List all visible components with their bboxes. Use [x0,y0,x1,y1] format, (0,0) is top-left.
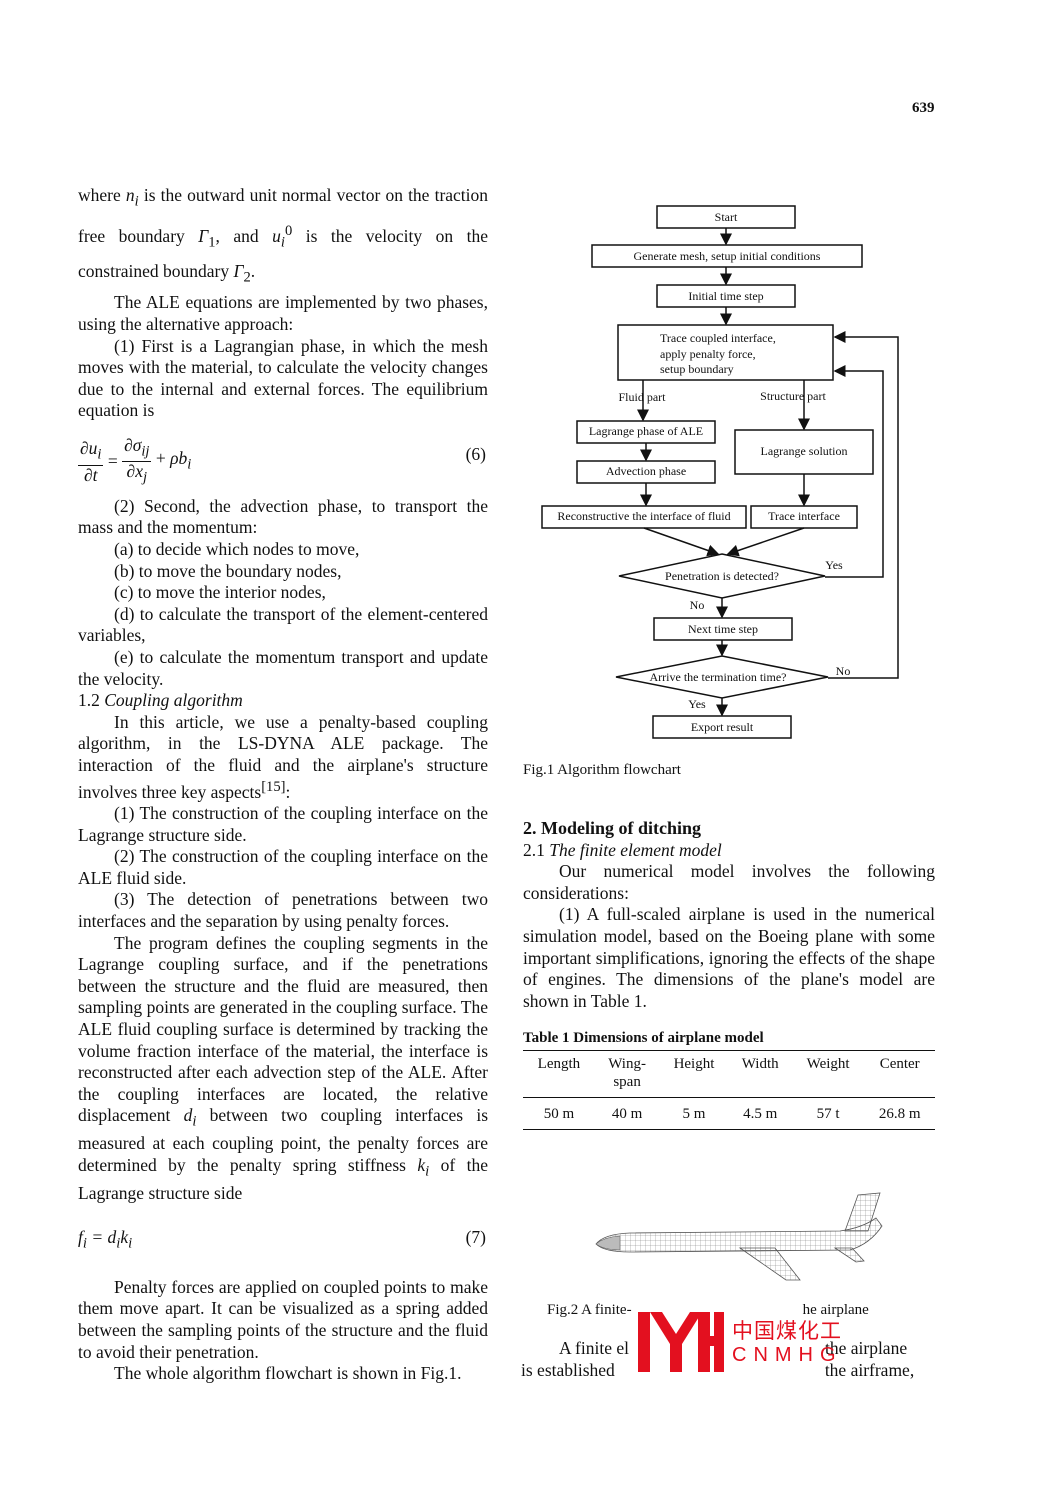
flow-text-next-step: Next time step [688,622,758,636]
equation-6: ∂ui∂t = ∂σij∂xj + ρbi (6) [78,434,486,486]
table-header: Center [864,1050,935,1098]
table-header: Weight [791,1050,865,1098]
flow-text-generate: Generate mesh, setup initial conditions [634,249,821,263]
list-item: (1) The construction of the coupling int… [78,803,488,845]
watermark-latin: CNMHG [732,1344,843,1366]
list-item: (d) to calculate the transport of the el… [78,603,488,646]
watermark-logo: 中国煤化工 CNMHG [636,1312,936,1372]
paragraph-full-scaled: (1) A full-scaled airplane is used in th… [523,904,935,1011]
paragraph-penalty: Penalty forces are applied on coupled po… [78,1276,488,1362]
flow-text-penetration: Penetration is detected? [665,569,779,583]
fig2-caption: Fig.2 A finite-he airplane [547,1302,869,1318]
paragraph-flowchart-ref: The whole algorithm flowchart is shown i… [114,1363,462,1384]
table-cell: 26.8 m [864,1097,935,1130]
list-item: (a) to decide which nodes to move, [114,539,360,560]
flow-text-trace-interface: Trace interface [768,509,840,523]
table-cell: 50 m [523,1097,595,1130]
right-column: 2. Modeling of ditching 2.1 The finite e… [523,818,935,1012]
algorithm-flowchart: Start Generate mesh, setup initial condi… [541,205,899,739]
flow-text-initial: Initial time step [688,289,763,303]
equation-7: fi = diki (7) [78,1226,486,1252]
flow-text-start: Start [715,210,738,224]
flow-text-yes-2: Yes [688,697,706,711]
paragraph-ale: The ALE equations are implemented by two… [78,292,488,334]
flow-text-no-2: No [836,664,851,678]
equation-number: (6) [465,443,486,464]
airplane-fe-model-image [595,1192,883,1281]
table-row: 50 m 40 m 5 m 4.5 m 57 t 26.8 m [523,1097,935,1130]
left-column: where ni is the outward unit normal vect… [78,181,488,1385]
fig1-caption: Fig.1 Algorithm flowchart [523,762,681,778]
flow-text-termination: Arrive the termination time? [650,670,787,684]
paragraph-program: The program defines the coupling segment… [78,932,489,1204]
flow-text-reconstruct: Reconstructive the interface of fluid [557,509,730,523]
paragraph-boundary-def: where ni is the outward unit normal vect… [78,185,489,286]
section-heading-2-1: 2.1 The finite element model [523,839,722,860]
table-1-caption: Table 1 Dimensions of airplane model [523,1030,764,1046]
watermark-mark-icon [638,1312,724,1372]
table-cell: 5 m [659,1097,729,1130]
table-cell: 40 m [594,1097,660,1130]
table-header: Length [523,1050,595,1098]
list-item: (2) The construction of the coupling int… [78,846,488,888]
page-number: 639 [912,100,935,116]
flow-text-lagrange-phase: Lagrange phase of ALE [589,424,703,438]
table-1: Table 1 Dimensions of airplane model Len… [523,1030,935,1130]
table-cell: 4.5 m [728,1097,792,1130]
flow-text-fluid-part: Fluid part [619,390,667,404]
flow-text-advection: Advection phase [606,464,686,478]
flow-text-trace-2: apply penalty force, [660,347,756,361]
flow-text-trace-1: Trace coupled interface, [660,331,776,345]
section-heading-1-2: 1.2 Coupling algorithm [78,690,243,711]
paragraph-coupling: In this article, we use a penalty-based … [78,711,488,802]
paragraph-lagrangian: (1) First is a Lagrangian phase, in whic… [78,335,488,421]
list-item: (e) to calculate the momentum transport … [78,647,488,689]
flow-text-yes-1: Yes [825,558,843,572]
paragraph-considerations: Our numerical model involves the followi… [523,861,935,903]
table-header-row: Length Wing-span Height Width Weight Cen… [523,1050,935,1098]
list-item: (c) to move the interior nodes, [114,582,326,603]
flow-text-export: Export result [691,720,754,734]
section-heading-2: 2. Modeling of ditching [523,818,702,838]
flow-text-trace-3: setup boundary [660,362,734,376]
flow-text-structure-part: Structure part [760,389,826,403]
flow-text-lagrange-solution: Lagrange solution [761,444,848,458]
dimensions-table: Length Wing-span Height Width Weight Cen… [523,1050,935,1130]
table-cell: 57 t [791,1097,865,1130]
equation-number: (7) [465,1226,486,1247]
table-header: Wing-span [594,1050,660,1098]
flow-text-no-1: No [690,598,705,612]
watermark-chinese: 中国煤化工 [732,1319,842,1343]
table-header: Height [659,1050,729,1098]
table-header: Width [728,1050,792,1098]
paragraph-advection: (2) Second, the advection phase, to tran… [78,495,488,538]
list-item: (b) to move the boundary nodes, [114,560,342,581]
list-item: (3) The detection of penetrations betwee… [78,889,488,931]
